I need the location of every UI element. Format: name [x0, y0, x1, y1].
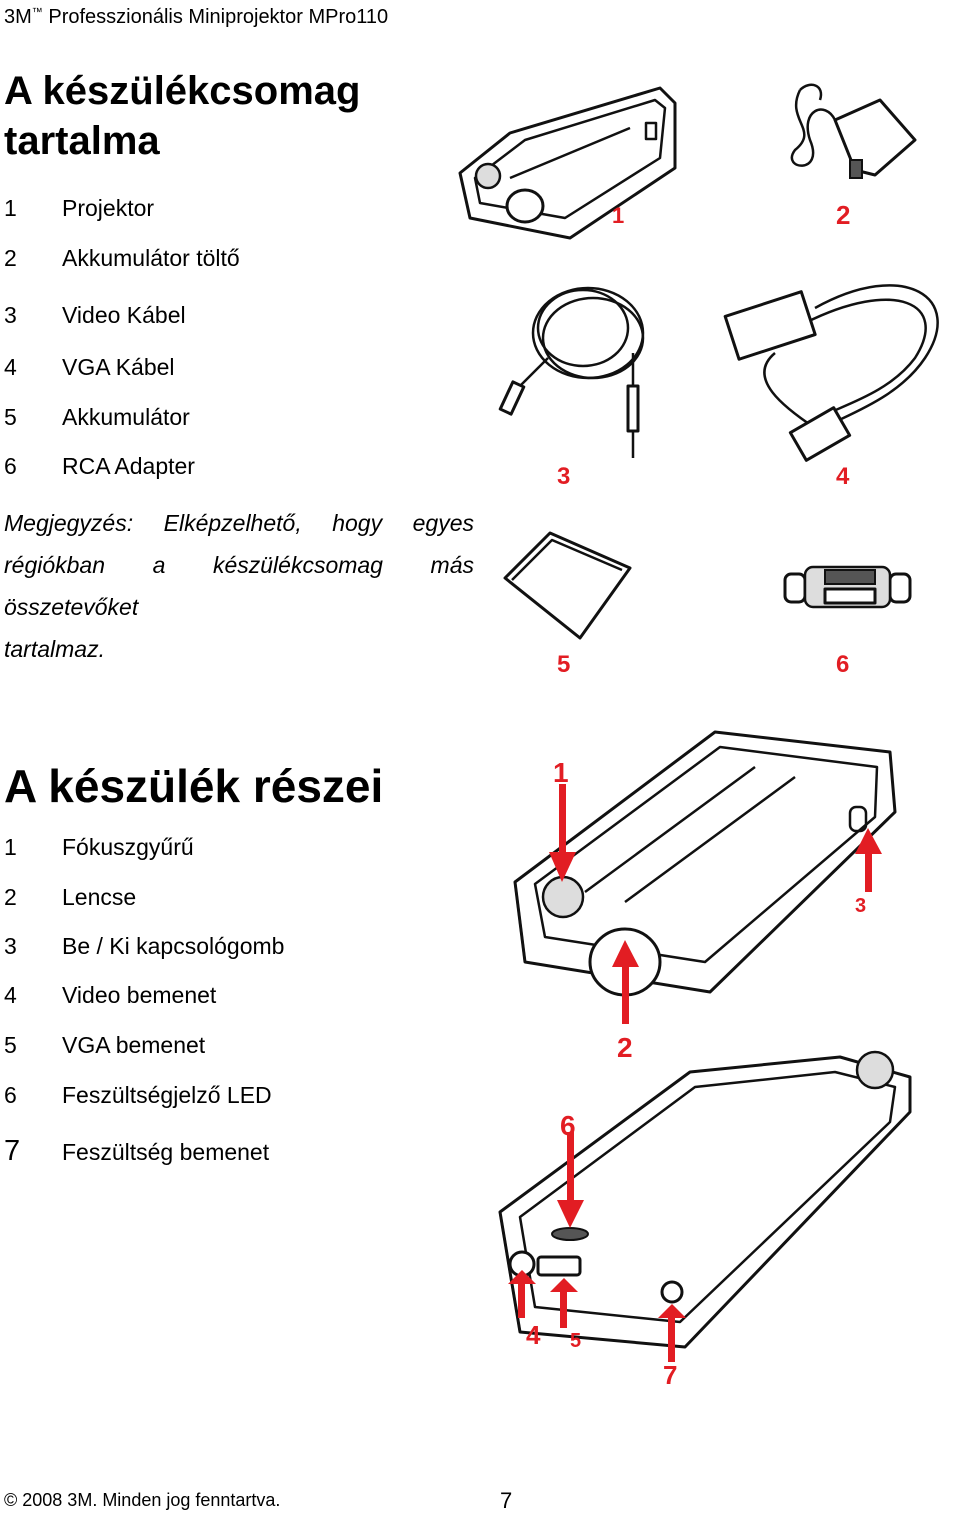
figure-label-1: 1 [612, 203, 625, 228]
figure-label-5: 5 [570, 1330, 582, 1352]
item-label: Akkumulátor [62, 404, 190, 430]
item-label: Projektor [62, 195, 155, 221]
figure-label-2: 2 [617, 1032, 633, 1063]
figure-label-4: 4 [836, 463, 850, 490]
package-item: 6 RCA Adapter [4, 452, 195, 480]
item-number: 5 [4, 1032, 17, 1058]
item-number: 6 [4, 1082, 17, 1108]
item-number: 3 [4, 933, 17, 959]
item-number: 6 [4, 453, 17, 479]
item-label: Feszültség bemenet [62, 1139, 270, 1165]
header-brand: 3M [4, 6, 32, 28]
running-header: 3M™ Professzionális Miniprojektor MPro11… [4, 6, 388, 29]
item-label: RCA Adapter [62, 453, 195, 479]
projector-front-illustration [513, 730, 897, 1024]
parts-item: 6 Feszültségjelző LED [4, 1081, 272, 1109]
header-tm: ™ [31, 6, 43, 19]
item-number: 2 [4, 245, 17, 271]
item-number: 1 [4, 834, 17, 860]
figure-label-5: 5 [557, 651, 571, 678]
figure-label-6: 6 [560, 1110, 576, 1141]
item-label: VGA bemenet [62, 1032, 206, 1058]
parts-item: 1 Fókuszgyűrű [4, 833, 194, 861]
projector-illustration [458, 86, 677, 240]
item-number: 3 [4, 302, 17, 328]
vga-cable-illustration [723, 284, 939, 462]
package-item: 3 Video Kábel [4, 301, 186, 329]
charger-illustration [790, 83, 917, 179]
figure-label-7: 7 [663, 1360, 678, 1390]
item-label: Video bemenet [62, 982, 217, 1008]
item-label: VGA Kábel [62, 354, 175, 380]
figure-label-4: 4 [526, 1320, 541, 1350]
item-number: 4 [4, 982, 17, 1008]
item-number: 1 [4, 195, 17, 221]
copyright: © 2008 3M. Minden jog fenntartva. [4, 1490, 281, 1510]
parts-item: 3 Be / Ki kapcsológomb [4, 932, 284, 960]
projector-back-illustration [498, 1050, 912, 1362]
note-line: tartalmaz. [4, 636, 105, 662]
package-item: 5 Akkumulátor [4, 403, 190, 431]
package-item: 4 VGA Kábel [4, 353, 175, 381]
header-title: Professzionális Miniprojektor MPro110 [48, 6, 389, 28]
device-parts-title: A készülék részei [4, 760, 384, 812]
package-contents-title: A készülékcsomag tartalma [4, 69, 361, 163]
item-number: 7 [4, 1135, 21, 1167]
item-number: 5 [4, 404, 17, 430]
parts-item: 2 Lencse [4, 883, 136, 911]
figure-label-1: 1 [553, 757, 569, 788]
item-label: Feszültségjelző LED [62, 1082, 272, 1108]
figure-label-6: 6 [836, 651, 850, 678]
item-label: Video Kábel [62, 302, 186, 328]
rca-adapter-illustration [783, 565, 912, 609]
note-line: régiókban a készülékcsomag más összetevő… [4, 552, 474, 620]
note-line: Megjegyzés: Elképzelhető, hogy egyes [4, 510, 474, 536]
package-item: 2 Akkumulátor töltő [4, 244, 240, 272]
item-number: 2 [4, 884, 17, 910]
item-label: Lencse [62, 884, 137, 910]
item-number: 4 [4, 354, 17, 380]
parts-item: 7 Feszültség bemenet [4, 1137, 269, 1166]
item-label: Be / Ki kapcsológomb [62, 933, 285, 959]
item-label: Akkumulátor töltő [62, 245, 240, 271]
parts-item: 4 Video bemenet [4, 981, 216, 1009]
figure-label-3: 3 [855, 895, 867, 917]
note: Megjegyzés: Elképzelhető, hogy egyes rég… [4, 502, 474, 670]
parts-item: 5 VGA bemenet [4, 1031, 205, 1059]
package-item: 1 Projektor [4, 194, 154, 222]
item-label: Fókuszgyűrű [62, 834, 194, 860]
video-cable-illustration [498, 286, 645, 458]
figure-label-2: 2 [836, 200, 851, 230]
battery-illustration [503, 531, 632, 640]
page-number: 7 [500, 1488, 513, 1513]
figure-label-3: 3 [557, 463, 571, 490]
